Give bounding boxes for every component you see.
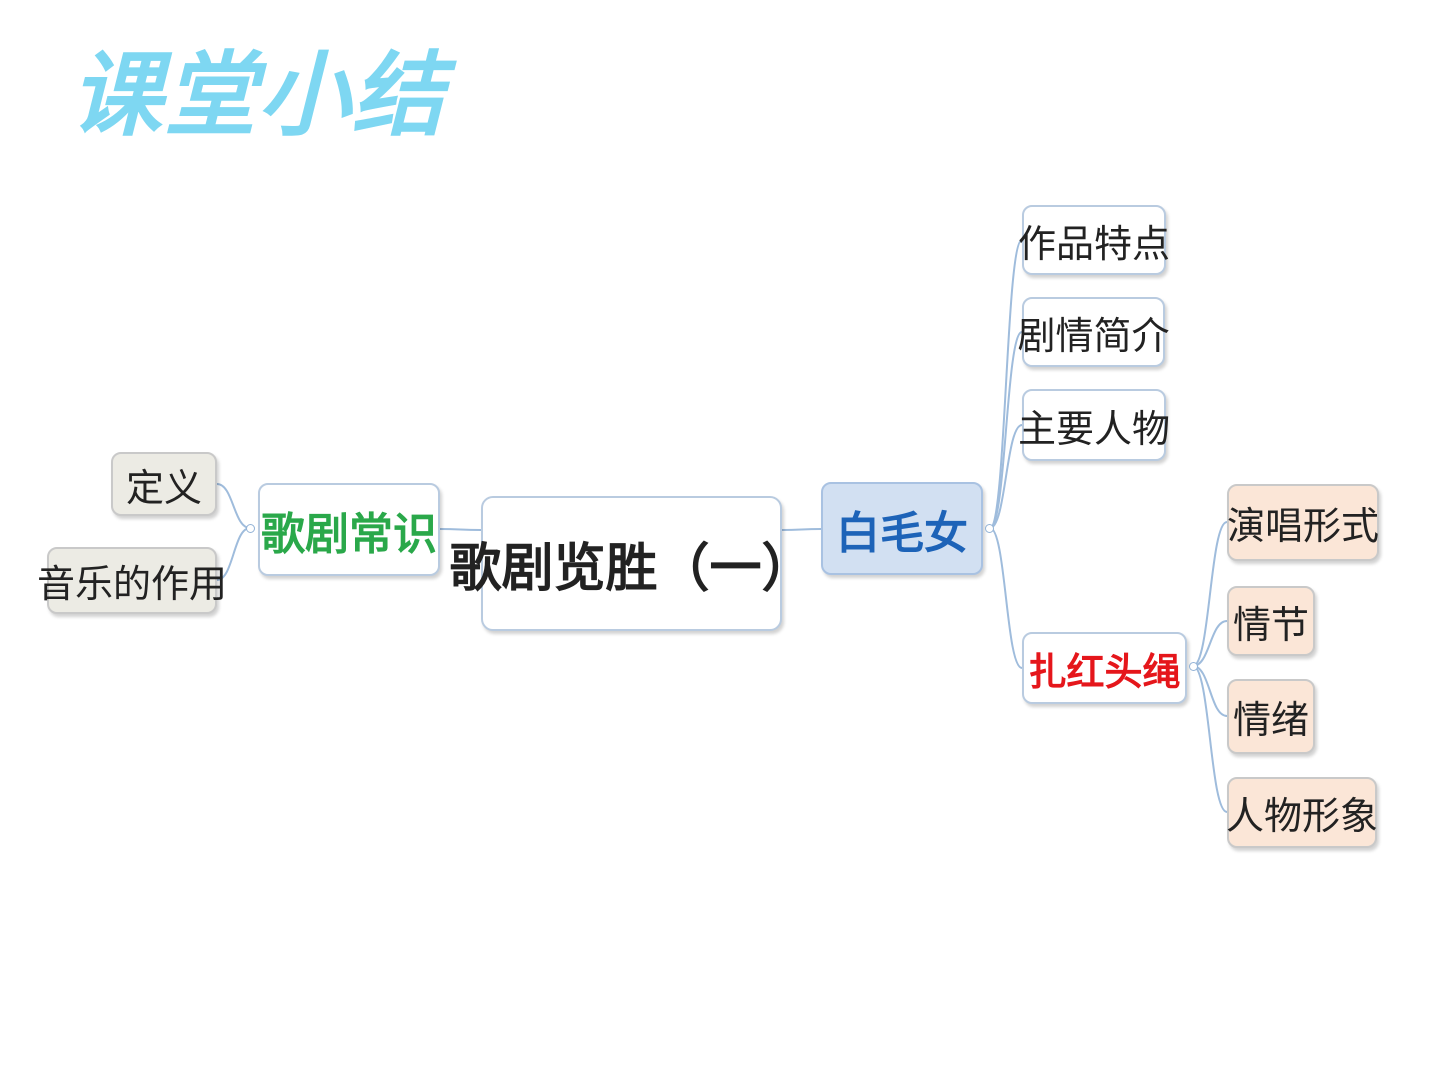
connector-left-music (216, 527, 251, 581)
slide-title: 课堂小结 (70, 42, 447, 149)
connector-root-right (781, 528, 822, 531)
connector-right-plot (989, 331, 1023, 529)
leaf-role-of-music[interactable]: 音乐的作用 (37, 547, 227, 614)
connector-right-features (989, 239, 1023, 529)
leaf-mood[interactable]: 情绪 (1227, 679, 1315, 754)
leaf-character-image[interactable]: 人物形象 (1226, 777, 1378, 848)
leaf-plot[interactable]: 情节 (1227, 586, 1315, 656)
leaf-work-features[interactable]: 作品特点 (1018, 205, 1170, 275)
connector-root-left (439, 528, 482, 531)
leaf-plot-summary[interactable]: 剧情简介 (1018, 297, 1170, 367)
leaf-singing-form[interactable]: 演唱形式 (1227, 484, 1379, 561)
collapse-handle-sub[interactable] (1189, 662, 1198, 671)
topic-red-hair-string[interactable]: 扎红头绳 (1022, 632, 1187, 704)
connector-right-characters (989, 424, 1023, 529)
collapse-handle-right[interactable] (985, 524, 994, 533)
connector-sub-image (1192, 665, 1228, 813)
leaf-main-characters[interactable]: 主要人物 (1018, 389, 1170, 461)
leaf-definition[interactable]: 定义 (111, 452, 217, 516)
connector-right-sub (989, 527, 1023, 669)
connector-left-definition (216, 483, 251, 529)
collapse-handle-left[interactable] (246, 524, 255, 533)
connector-sub-singing (1192, 521, 1228, 667)
root-node[interactable]: 歌剧览胜（一） (450, 496, 814, 631)
topic-opera-basics[interactable]: 歌剧常识 (258, 483, 440, 576)
topic-white-haired-girl[interactable]: 白毛女 (821, 482, 983, 575)
